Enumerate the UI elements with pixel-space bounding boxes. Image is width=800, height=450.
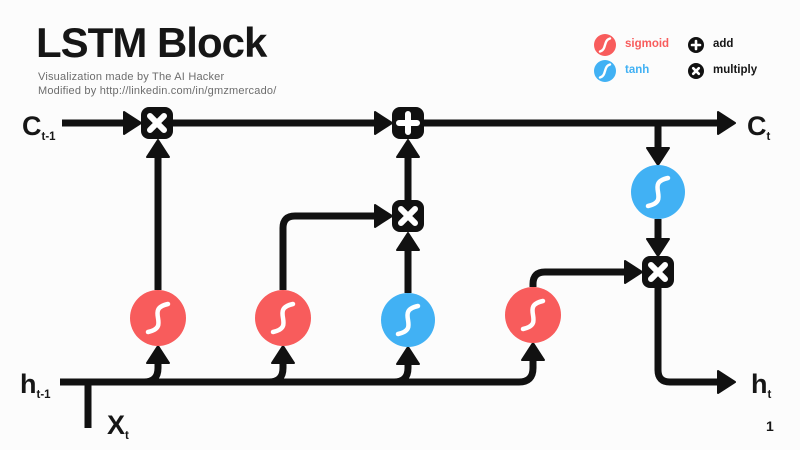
page-number: 1 (766, 418, 774, 434)
sigmoid-node-output (505, 287, 561, 343)
h-prev-label: ht-1 (20, 369, 51, 401)
add-icon (396, 111, 420, 135)
legend-label-multiply: multiply (713, 64, 758, 77)
legend-label-add: add (713, 38, 734, 51)
sigmoid-curve-icon (520, 298, 546, 332)
plus-circle-icon (688, 37, 704, 53)
subtitle-block: Visualization made by The AI Hacker Modi… (38, 71, 276, 98)
multiply-gate-output (642, 256, 674, 288)
tanh-node-candidate (381, 293, 435, 347)
subtitle-credit: Visualization made by The AI Hacker (38, 71, 225, 83)
legend-label-tanh: tanh (625, 64, 650, 77)
tanh-node-cell-output (631, 165, 685, 219)
legend-item-multiply: multiply (688, 63, 757, 79)
multiply-gate-input (392, 200, 424, 232)
arrowheads (123, 111, 736, 394)
hidden-state-wire (60, 360, 537, 428)
c-prev-label: Ct-1 (22, 111, 56, 143)
x-circle-icon (688, 63, 704, 79)
c-next-label: Ct (747, 111, 771, 143)
legend-item-sigmoid: sigmoid (594, 34, 669, 56)
tanh-curve-icon (645, 175, 671, 209)
h-next-label: ht (751, 369, 772, 401)
subtitle-link: Modified by http://linkedin.com/in/gmzme… (38, 84, 277, 97)
multiply-icon (398, 206, 418, 226)
x-input-label: Xt (107, 410, 129, 442)
sigmoid-node-forget (130, 290, 186, 346)
sigmoid-curve-icon (145, 301, 171, 335)
cell-state-wire (62, 119, 719, 149)
legend-item-tanh: tanh (594, 60, 649, 82)
sigmoid-node-input (255, 290, 311, 346)
legend-label-sigmoid: sigmoid (625, 38, 670, 51)
page-title: LSTM Block (36, 19, 267, 66)
sigmoid-curve-icon (594, 34, 616, 56)
add-gate-cell-update (392, 107, 424, 139)
tanh-curve-icon (395, 303, 421, 337)
sigmoid-curve-icon (270, 301, 296, 335)
multiply-icon (147, 113, 167, 133)
multiply-icon (648, 262, 668, 282)
tanh-curve-icon (594, 60, 616, 82)
legend-item-add: add (688, 37, 733, 53)
multiply-gate-forget (141, 107, 173, 139)
internal-wires (154, 157, 719, 386)
